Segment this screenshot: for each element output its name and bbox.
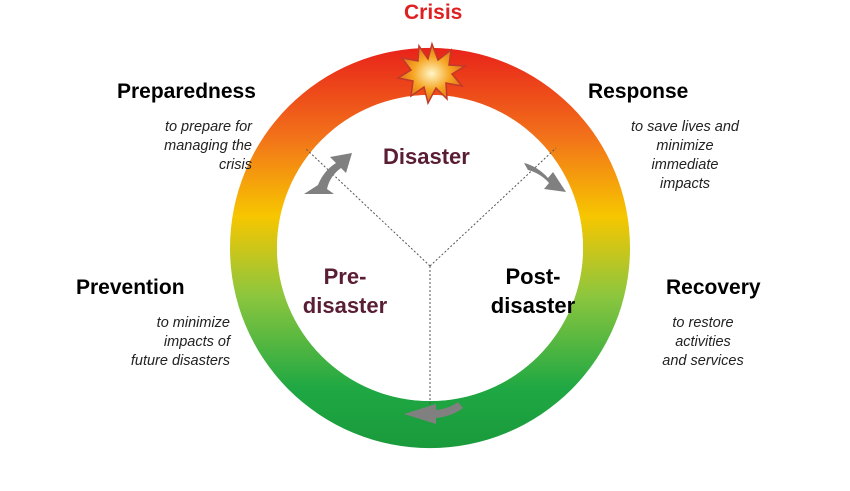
crisis-label: Crisis — [404, 1, 463, 24]
response-line-3: immediate — [651, 157, 719, 173]
divider-line-left — [304, 147, 431, 267]
response-title: Response — [588, 80, 689, 103]
pre-disaster-line-1: Pre- — [323, 264, 367, 289]
prevention-line-1: to minimize — [156, 315, 230, 331]
prevention-line-3: future disasters — [130, 353, 230, 369]
response-description: to save lives and minimize immediate imp… — [610, 118, 760, 194]
recovery-title: Recovery — [666, 276, 761, 299]
prevention-title: Prevention — [76, 276, 185, 299]
recovery-line-2: activities — [675, 334, 731, 350]
post-disaster-line-1: Post- — [505, 264, 561, 289]
post-disaster-line-2: disaster — [490, 293, 576, 318]
arrow-right-icon — [524, 163, 566, 192]
response-line-2: minimize — [656, 138, 714, 154]
preparedness-description: to prepare for managing the crisis — [122, 118, 252, 175]
arrow-left-icon — [304, 153, 352, 194]
pre-disaster-line-2: disaster — [302, 293, 388, 318]
recovery-line-1: to restore — [672, 315, 734, 331]
divider-line-right — [429, 147, 557, 267]
response-line-4: impacts — [660, 176, 710, 192]
prevention-line-2: impacts of — [163, 334, 230, 350]
pre-disaster-label: Pre- disaster — [290, 262, 400, 320]
preparedness-line-1: to prepare for — [164, 119, 252, 135]
prevention-description: to minimize impacts of future disasters — [90, 314, 230, 371]
crisis-burst-icon — [395, 41, 468, 106]
response-line-1: to save lives and — [630, 119, 739, 135]
preparedness-line-2: managing the — [164, 138, 252, 154]
post-disaster-label: Post- disaster — [478, 262, 588, 320]
recovery-line-3: and services — [662, 353, 744, 369]
preparedness-line-3: crisis — [218, 157, 252, 173]
disaster-label: Disaster — [383, 144, 470, 169]
arrow-bottom-icon — [404, 402, 463, 424]
preparedness-title: Preparedness — [117, 80, 256, 103]
recovery-description: to restore activities and services — [648, 314, 758, 371]
